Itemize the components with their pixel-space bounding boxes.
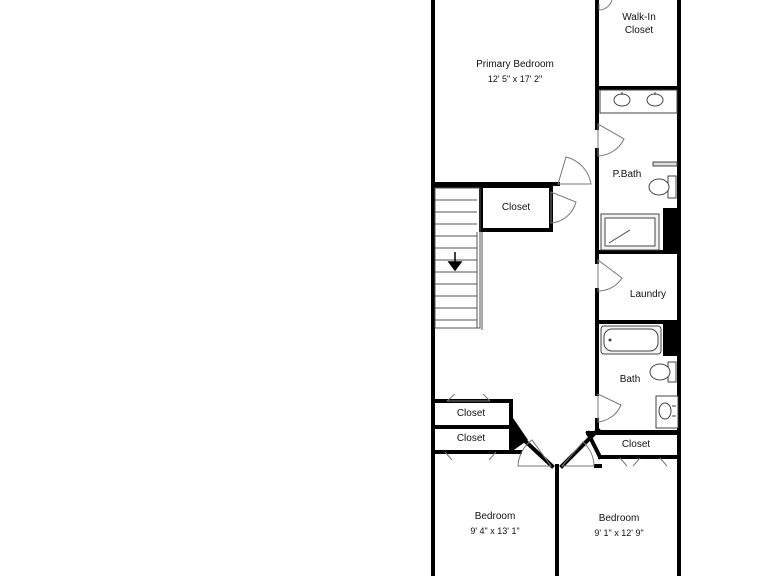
room-label-bath: Bath <box>619 374 641 385</box>
door-closet-center <box>550 191 577 224</box>
room-label-laundry: Laundry <box>629 289 667 300</box>
chase-pbath <box>663 208 678 252</box>
fixtures <box>599 89 679 429</box>
room-label-closet-center: Closet <box>501 202 531 213</box>
vanity-pbath <box>599 89 678 114</box>
room-label-bedroom-right: Bedroom <box>598 513 640 524</box>
door-primary-bedroom <box>557 156 592 185</box>
wall-chases <box>511 208 678 452</box>
sink-icon <box>613 93 631 107</box>
room-label-walk-in-closet-line1: Walk-In <box>622 12 656 23</box>
room-size-primary-bedroom: 12' 5" x 17' 2" <box>487 74 543 84</box>
toilet-icon <box>648 178 670 196</box>
chase-bath <box>663 322 678 356</box>
door-closet-right <box>619 457 668 467</box>
room-size-bedroom-right: 9' 1" x 12' 9" <box>594 528 644 538</box>
stair-outline <box>434 187 481 329</box>
room-label-p-bath: P.Bath <box>612 169 642 180</box>
towel-bar <box>652 161 678 167</box>
room-label-closet-right: Closet <box>621 439 651 450</box>
door-pbath <box>597 123 625 157</box>
sink-icon <box>658 402 672 420</box>
shower-door-line <box>608 229 631 244</box>
room-label-walk-in-closet-line2: Closet <box>624 25 654 36</box>
room-label-closet-lower-left: Closet <box>456 433 486 444</box>
door-bath <box>597 393 622 423</box>
door-closet-left-bottom <box>444 451 497 461</box>
chase-hall <box>511 415 528 452</box>
door-walkin-closet <box>598 0 613 11</box>
room-label-bedroom-left: Bedroom <box>474 511 516 522</box>
staircase <box>434 187 483 330</box>
toilet-icon <box>649 363 671 381</box>
arrow-down-icon <box>447 252 463 272</box>
room-size-bedroom-left: 9' 4" x 13' 1" <box>470 526 520 536</box>
walls <box>431 0 681 576</box>
doors <box>444 0 668 467</box>
door-closet-left-top <box>446 393 491 402</box>
wall-hall-right-diag <box>559 427 601 469</box>
door-bedroom-right <box>560 441 595 467</box>
door-laundry <box>597 259 623 292</box>
room-label-closet-upper-left: Closet <box>456 408 486 419</box>
sink-icon <box>646 93 664 107</box>
door-bedroom-left <box>517 439 552 467</box>
room-label-primary-bedroom: Primary Bedroom <box>476 59 554 70</box>
